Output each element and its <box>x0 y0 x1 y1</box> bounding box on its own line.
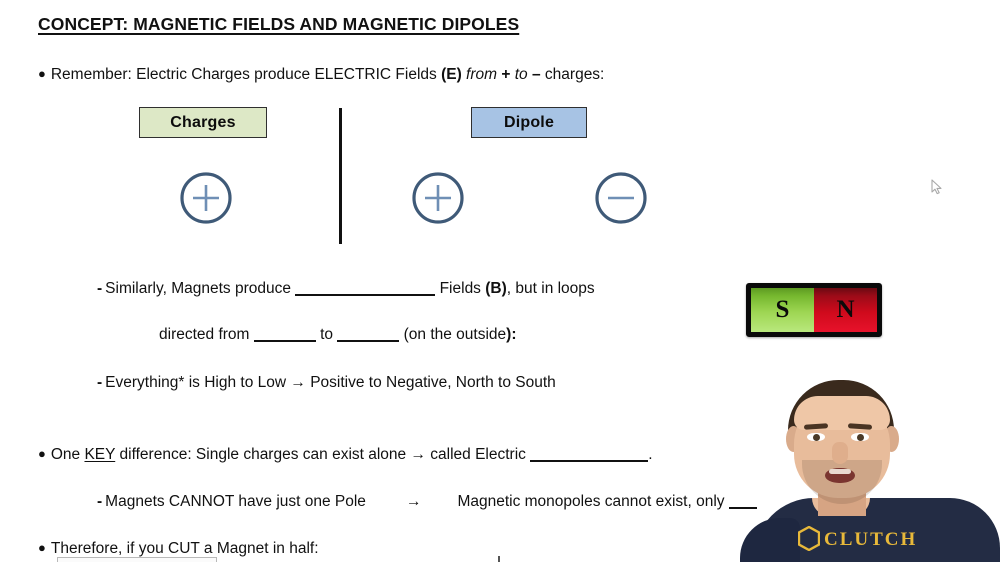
directed-text-after: (on the outside <box>399 326 507 343</box>
key-text-after: difference: Single charges can exist alo… <box>115 446 531 463</box>
similarly-b-symbol: (B) <box>485 280 507 297</box>
directed-colon: ): <box>506 326 517 343</box>
charges-label-box: Charges <box>139 107 267 138</box>
directed-line: directed from to (on the outside): <box>159 326 517 343</box>
bullet-icon: ● <box>38 446 46 461</box>
intro-italic-from: from <box>461 66 502 83</box>
intro-e-symbol: (E) <box>441 66 462 83</box>
blank-monopole[interactable] <box>530 447 649 462</box>
similarly-tail: , but in loops <box>506 280 595 297</box>
cutoff-tick-bottom <box>498 556 500 562</box>
positive-charge-icon <box>179 171 233 225</box>
charges-label-text: Charges <box>170 113 236 131</box>
dipole-label-box: Dipole <box>471 107 587 138</box>
instructor-mouth <box>825 468 855 483</box>
key-text-before: One <box>50 446 85 463</box>
dash-marker: - <box>97 280 103 297</box>
intro-text-tail: charges: <box>540 66 605 83</box>
instructor-eye-right <box>851 433 869 441</box>
bar-magnet-graphic: S N <box>746 283 882 337</box>
magnet-north-label: N <box>836 296 855 323</box>
blank-dipoles[interactable] <box>728 494 757 509</box>
monopoles-text: Magnets CANNOT have just one Pole <box>105 493 366 510</box>
magnet-north-pole: N <box>814 288 877 332</box>
instructor-nose <box>832 442 848 464</box>
similarly-text-before: Similarly, Magnets produce <box>105 280 296 297</box>
page-title: CONCEPT: MAGNETIC FIELDS AND MAGNETIC DI… <box>38 14 520 34</box>
clutch-logo-text: CLUTCH <box>824 529 918 550</box>
monopoles-line: -Magnets CANNOT have just one Pole → Magne… <box>97 493 757 510</box>
webcam-overlay: CLUTCH <box>736 368 1000 562</box>
everything-line: -Everything* is High to Low → Positive t… <box>97 374 556 391</box>
therefore-text: Therefore, if you CUT a Magnet in half: <box>50 540 319 557</box>
dash-marker: - <box>97 374 103 391</box>
key-difference-line: ● One KEY difference: Single charges can … <box>38 446 653 463</box>
bullet-icon: ● <box>38 540 46 555</box>
bullet-icon: ● <box>38 66 46 81</box>
everything-text: Everything* is High to Low → Positive to… <box>105 374 556 391</box>
directed-text-before: directed from <box>159 326 254 343</box>
intro-italic-to: to <box>510 66 532 83</box>
intro-bullet-line: ● Remember: Electric Charges produce ELEC… <box>38 66 604 83</box>
therefore-line: ● Therefore, if you CUT a Magnet in half: <box>38 540 319 557</box>
instructor-shoulder <box>740 518 800 562</box>
clutch-hexagon-icon <box>797 525 821 552</box>
directed-text-between: to <box>315 326 338 343</box>
cutoff-box-bottom <box>57 557 217 562</box>
blank-north[interactable] <box>253 327 316 342</box>
dipole-negative-charge-icon <box>594 171 648 225</box>
similarly-text-after: Fields <box>435 280 486 297</box>
intro-text-part1: Remember: Electric Charges produce ELECT… <box>50 66 442 83</box>
dash-marker: - <box>97 493 103 510</box>
monopoles-arrow-icon: → <box>405 493 422 510</box>
key-period: . <box>648 446 653 463</box>
vertical-divider <box>339 108 342 244</box>
dipole-label-text: Dipole <box>503 113 555 131</box>
magnet-south-pole: S <box>751 288 814 332</box>
magnet-south-label: S <box>775 296 790 323</box>
key-underlined-word: KEY <box>84 446 116 463</box>
blank-magnetic-field[interactable] <box>295 281 436 296</box>
intro-minus-symbol: – <box>531 66 541 83</box>
instructor-eye-left <box>807 433 825 441</box>
dipole-positive-charge-icon <box>411 171 465 225</box>
intro-plus-symbol: + <box>501 66 511 83</box>
similarly-line: -Similarly, Magnets produce Fields (B), … <box>97 280 595 297</box>
mouse-cursor-icon <box>931 179 943 195</box>
blank-south[interactable] <box>337 327 400 342</box>
monopoles-text2: Magnetic monopoles cannot exist, only <box>457 493 729 510</box>
